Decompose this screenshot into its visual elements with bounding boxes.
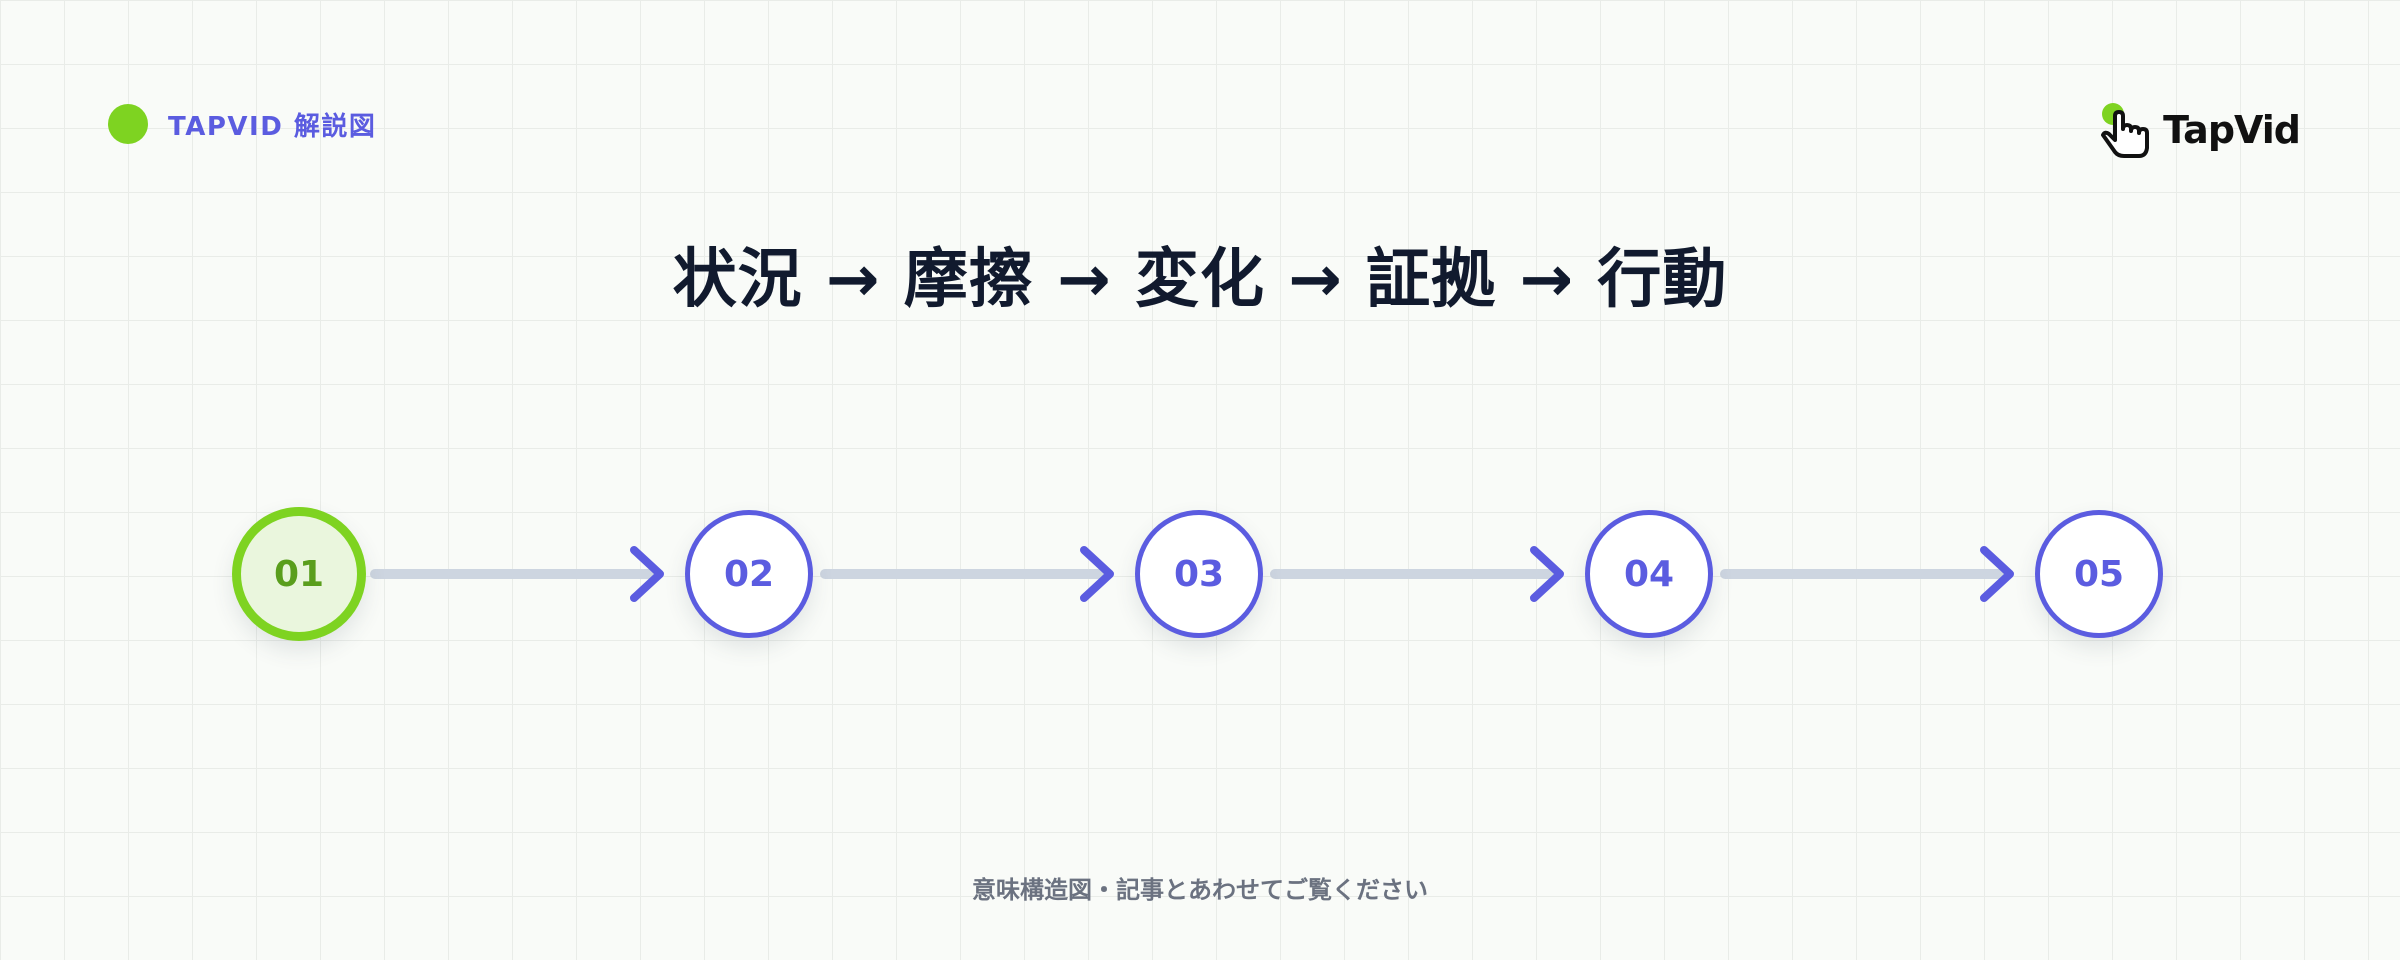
tap-hand-icon: [2099, 100, 2157, 160]
arrow-chevron-icon: [1980, 546, 2014, 602]
step-number: 05: [2073, 553, 2125, 595]
connector-3-4: [1270, 569, 1555, 579]
arrow-chevron-icon: [630, 546, 664, 602]
connector-1-2: [370, 569, 655, 579]
logo-text: TapVid: [2163, 108, 2301, 152]
arrow-chevron-icon: [1530, 546, 1564, 602]
arrow-chevron-icon: [1080, 546, 1114, 602]
connector-4-5: [1720, 569, 2005, 579]
step-02[interactable]: 02: [685, 510, 813, 638]
headline: 状況 → 摩擦 → 変化 → 証拠 → 行動: [672, 243, 1728, 317]
step-number: 04: [1623, 553, 1675, 595]
step-03[interactable]: 03: [1135, 510, 1263, 638]
brand-tag-text: TAPVID 解説図: [168, 111, 377, 142]
footer-caption: 意味構造図・記事とあわせてご覧ください: [972, 876, 1428, 904]
step-number: 01: [273, 553, 325, 595]
brand-tag: TAPVID 解説図: [108, 104, 376, 144]
step-number: 03: [1173, 553, 1225, 595]
step-number: 02: [723, 553, 775, 595]
step-01[interactable]: 01: [232, 507, 366, 641]
brand-dot: [108, 104, 148, 144]
connector-2-3: [820, 569, 1105, 579]
step-05[interactable]: 05: [2035, 510, 2163, 638]
step-04[interactable]: 04: [1585, 510, 1713, 638]
tapvid-logo[interactable]: TapVid: [2099, 100, 2301, 160]
